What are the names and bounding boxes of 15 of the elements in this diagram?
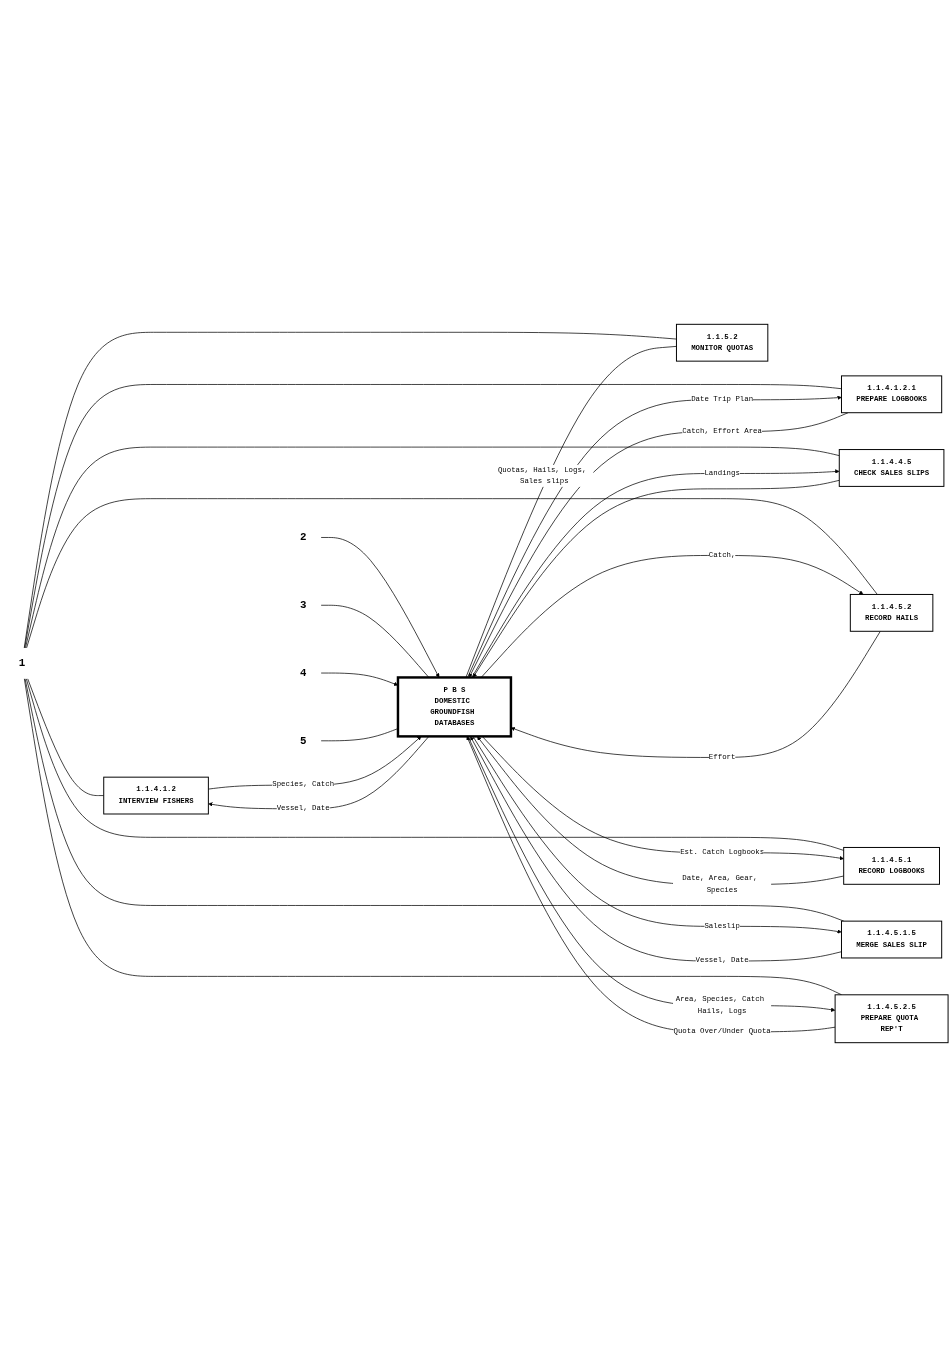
connector — [24, 678, 842, 996]
node-text: 1 — [18, 657, 26, 670]
connector — [26, 678, 845, 851]
connector — [26, 498, 878, 649]
node-text: 5 — [299, 734, 307, 747]
node-text: 4 — [299, 666, 307, 680]
connector — [320, 604, 430, 678]
connector — [27, 678, 105, 796]
node-text: 2 — [299, 531, 307, 544]
connector — [23, 331, 677, 649]
connector — [24, 384, 842, 649]
node-text: 3 — [299, 599, 307, 612]
connector — [24, 678, 845, 922]
connector — [465, 346, 677, 678]
connector — [25, 446, 840, 649]
